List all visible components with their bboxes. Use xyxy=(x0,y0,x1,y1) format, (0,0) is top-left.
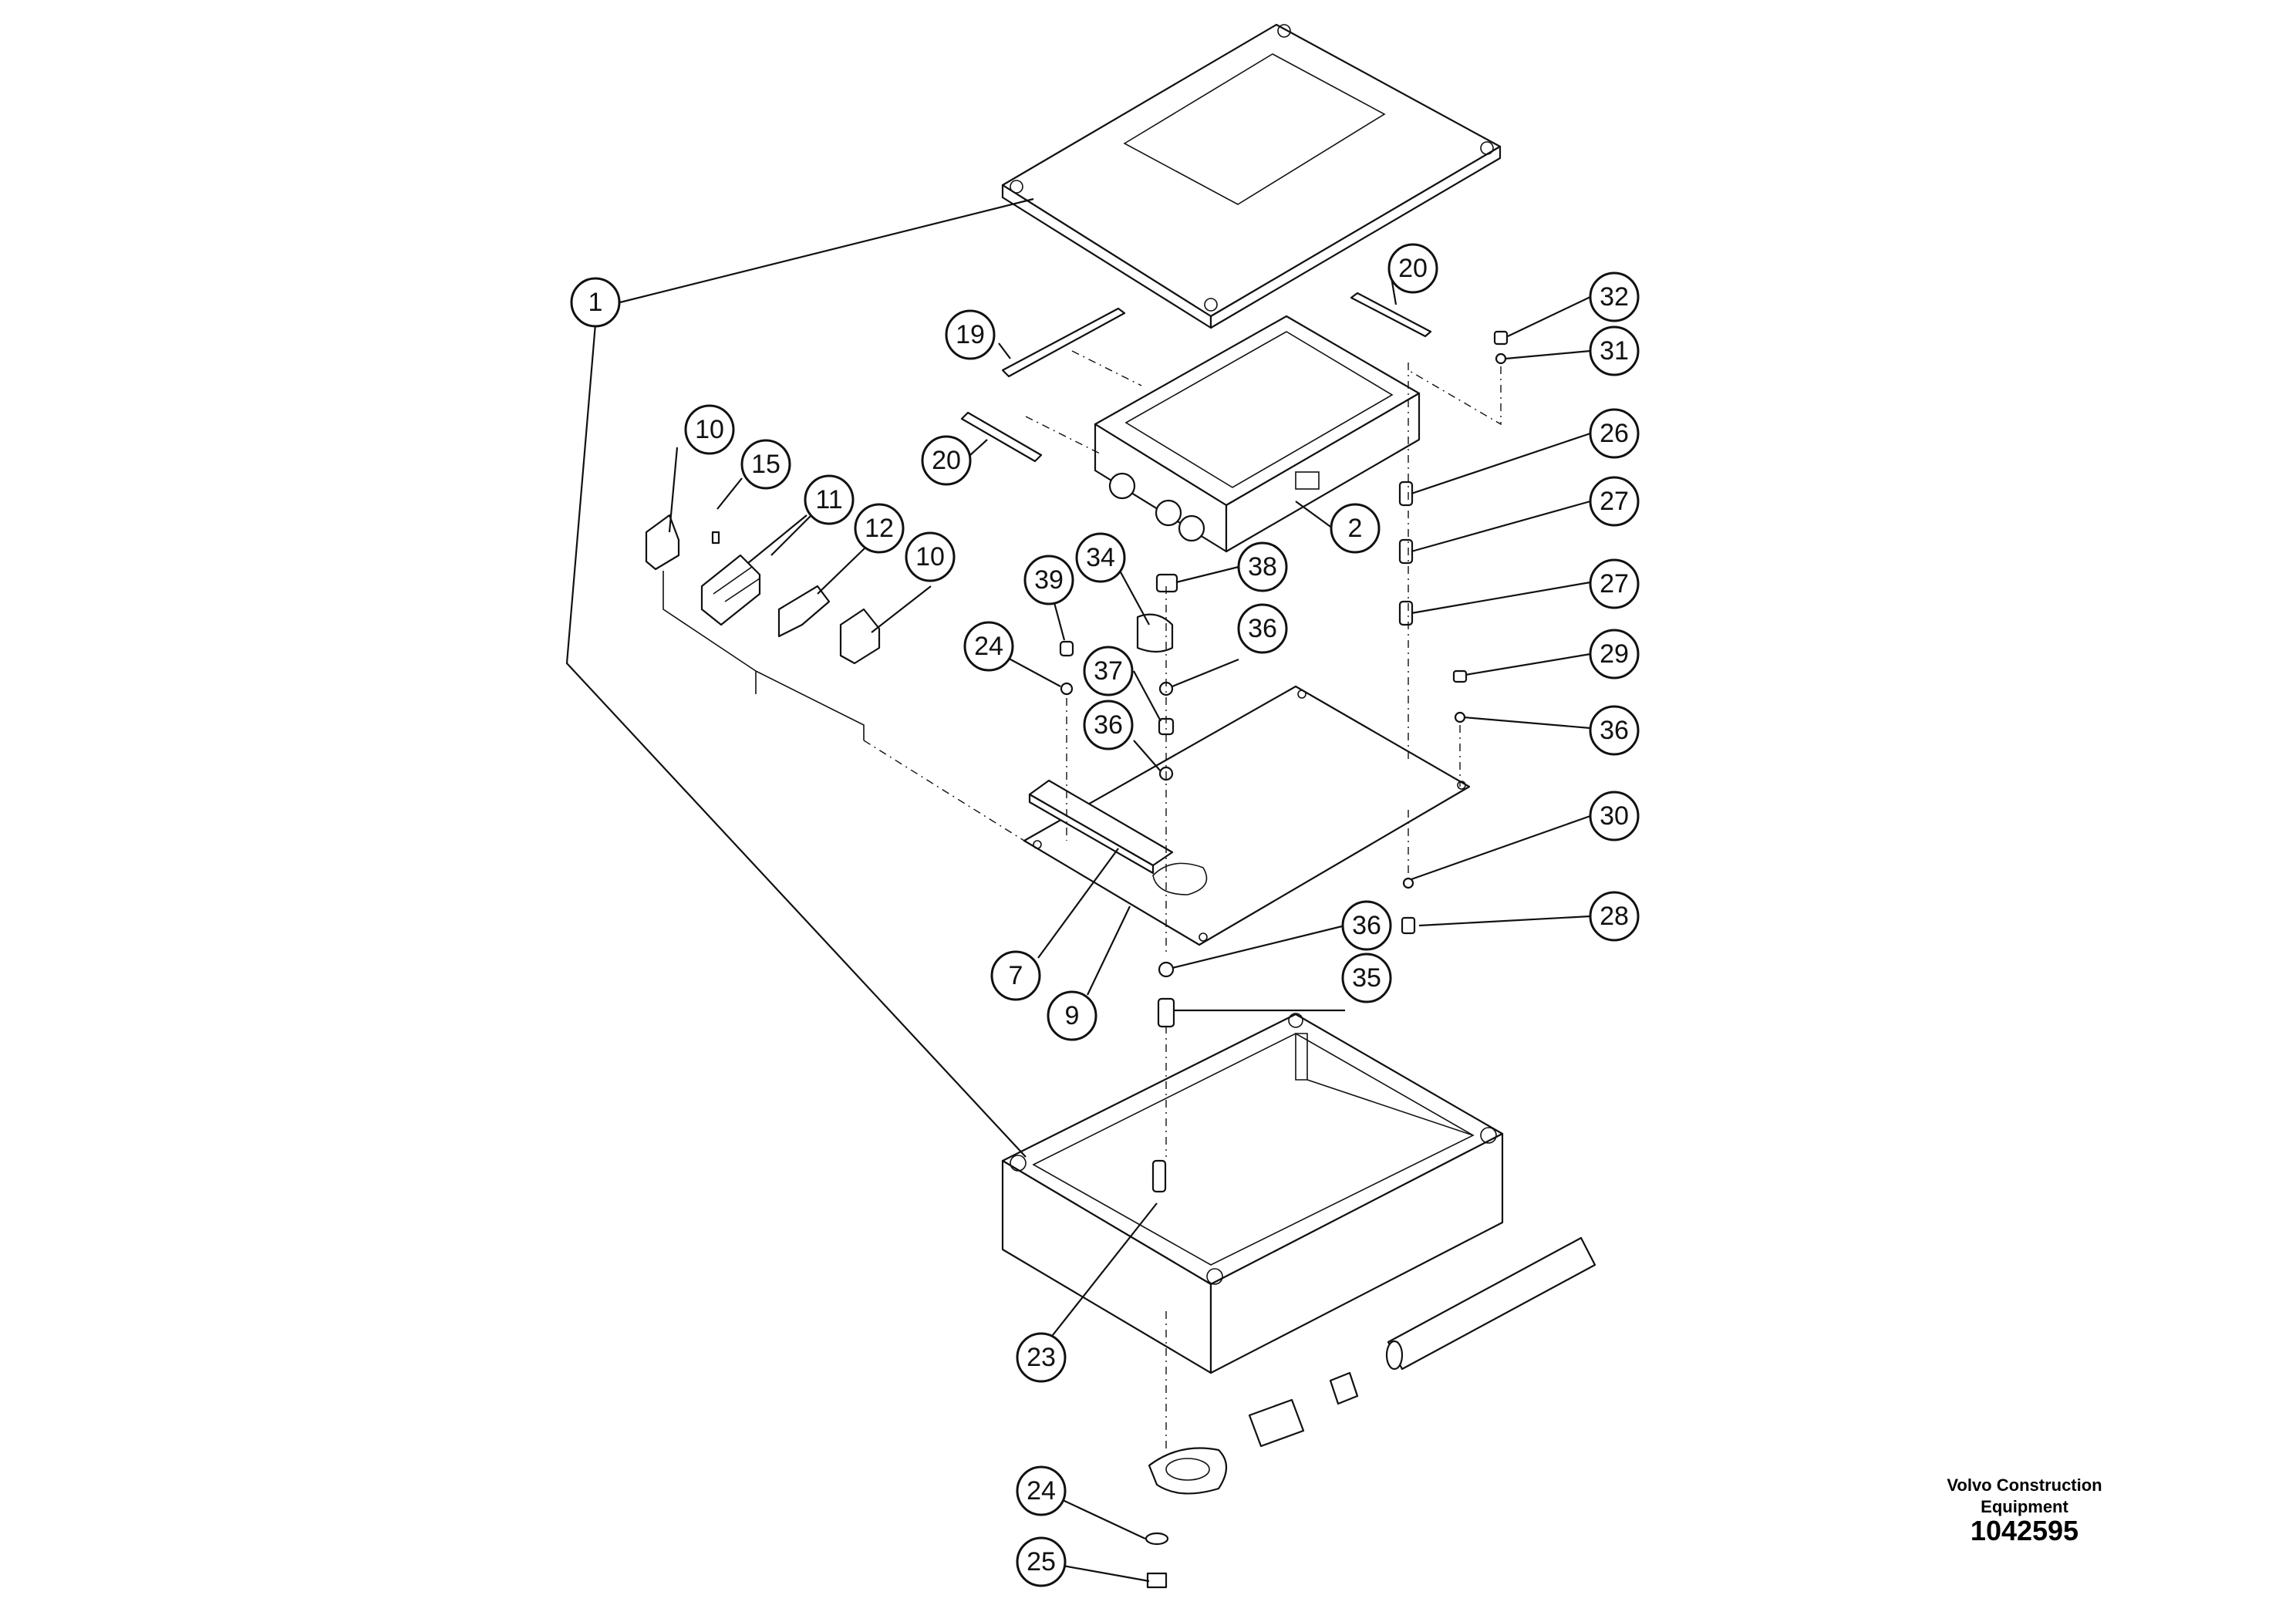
svg-text:24: 24 xyxy=(1027,1476,1056,1506)
callout-28: 28 xyxy=(1589,891,1640,942)
svg-text:37: 37 xyxy=(1094,656,1123,686)
callouts: 1 2 7 9 10 10 11 12 15 19 20 20 23 24 24… xyxy=(570,243,1640,1587)
svg-text:15: 15 xyxy=(751,450,781,479)
hardware-parts xyxy=(711,330,1509,1193)
callout-7: 7 xyxy=(990,950,1041,1001)
svg-text:32: 32 xyxy=(1600,282,1629,312)
svg-text:11: 11 xyxy=(815,485,842,514)
svg-text:9: 9 xyxy=(1065,1001,1080,1030)
callout-10-right: 10 xyxy=(905,531,956,582)
svg-text:36: 36 xyxy=(1094,710,1123,740)
svg-text:34: 34 xyxy=(1086,543,1115,572)
svg-text:20: 20 xyxy=(1398,254,1428,283)
footer-company-line1: Volvo Construction xyxy=(1947,1475,2102,1495)
callout-37: 37 xyxy=(1083,646,1134,696)
callout-19: 19 xyxy=(945,309,996,360)
callout-38: 38 xyxy=(1237,541,1288,592)
svg-text:28: 28 xyxy=(1600,902,1629,931)
cable-gland-assembly xyxy=(1145,1236,1596,1589)
callout-39: 39 xyxy=(1023,555,1074,605)
callout-27-lower: 27 xyxy=(1589,558,1640,609)
display-unit xyxy=(1094,315,1421,553)
callout-36-c: 36 xyxy=(1589,705,1640,756)
callout-25: 25 xyxy=(1016,1536,1067,1587)
callout-35: 35 xyxy=(1341,953,1392,1003)
svg-text:38: 38 xyxy=(1248,552,1277,582)
svg-text:23: 23 xyxy=(1027,1343,1056,1372)
svg-text:35: 35 xyxy=(1352,963,1381,993)
svg-text:19: 19 xyxy=(956,320,985,349)
callout-15: 15 xyxy=(740,439,791,490)
callout-9: 9 xyxy=(1047,990,1097,1041)
footer-company-line2: Equipment xyxy=(1981,1497,2068,1516)
enclosure-box xyxy=(1001,1013,1504,1374)
svg-text:10: 10 xyxy=(695,415,724,444)
svg-text:31: 31 xyxy=(1600,336,1629,366)
svg-text:12: 12 xyxy=(865,514,894,543)
callout-24-bottom: 24 xyxy=(1016,1465,1067,1516)
leader-lines xyxy=(565,197,1591,1583)
svg-text:39: 39 xyxy=(1034,565,1064,595)
callout-23: 23 xyxy=(1016,1332,1067,1383)
callout-2: 2 xyxy=(1330,503,1381,554)
callout-20-left: 20 xyxy=(921,435,972,486)
callout-1: 1 xyxy=(570,277,621,328)
svg-text:30: 30 xyxy=(1600,801,1629,831)
callout-27-upper: 27 xyxy=(1589,476,1640,527)
callout-34: 34 xyxy=(1075,532,1126,583)
svg-text:25: 25 xyxy=(1027,1547,1056,1576)
callout-10-left: 10 xyxy=(684,404,735,455)
svg-text:27: 27 xyxy=(1600,569,1629,599)
lid-cover xyxy=(1001,23,1502,329)
seal-strips xyxy=(960,292,1432,463)
footer-company-name: Volvo Construction Equipment xyxy=(1924,1475,2125,1518)
assembly-center-lines xyxy=(863,350,1502,1450)
callout-30: 30 xyxy=(1589,791,1640,841)
callout-26: 26 xyxy=(1589,408,1640,459)
svg-text:29: 29 xyxy=(1600,639,1629,669)
callout-11: 11 xyxy=(804,474,855,525)
svg-text:24: 24 xyxy=(974,632,1003,661)
svg-text:36: 36 xyxy=(1248,614,1277,643)
terminal-blocks xyxy=(645,514,881,740)
svg-text:36: 36 xyxy=(1352,911,1381,940)
svg-text:26: 26 xyxy=(1600,419,1629,448)
callout-32: 32 xyxy=(1589,271,1640,322)
callout-20-top: 20 xyxy=(1387,243,1438,294)
callout-36-d: 36 xyxy=(1341,900,1392,951)
svg-text:36: 36 xyxy=(1600,716,1629,745)
svg-text:1: 1 xyxy=(588,288,603,317)
svg-text:10: 10 xyxy=(915,542,945,572)
svg-text:27: 27 xyxy=(1600,487,1629,516)
svg-text:2: 2 xyxy=(1348,514,1363,543)
callout-36-b: 36 xyxy=(1083,700,1134,750)
callout-31: 31 xyxy=(1589,325,1640,376)
svg-text:7: 7 xyxy=(1009,961,1023,990)
svg-text:20: 20 xyxy=(932,446,961,475)
figure-number: 1042595 xyxy=(1970,1515,2079,1546)
callout-36-a: 36 xyxy=(1237,603,1288,654)
mounting-plate xyxy=(1023,685,1471,946)
callout-29: 29 xyxy=(1589,629,1640,679)
callout-12: 12 xyxy=(854,503,905,554)
callout-24-top: 24 xyxy=(963,621,1014,672)
